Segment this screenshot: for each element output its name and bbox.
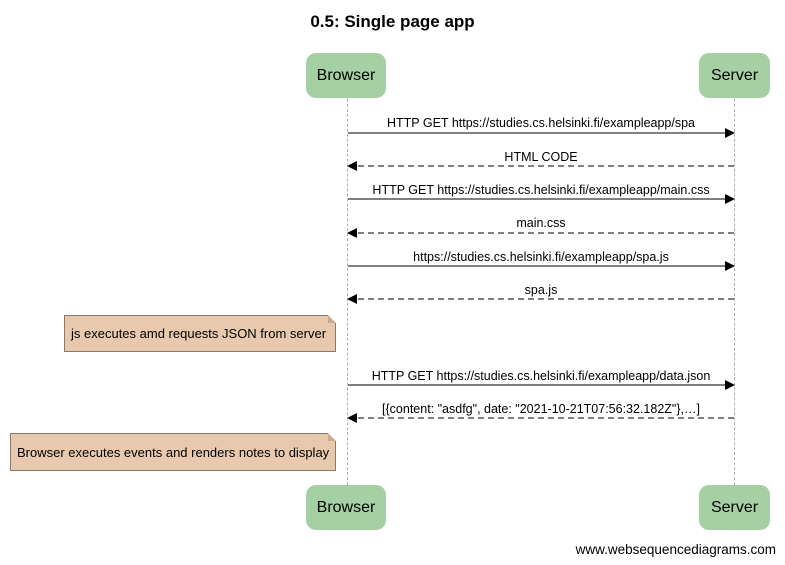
footer-watermark[interactable]: www.websequencediagrams.com [575,542,776,557]
actor-browser-bottom: Browser [306,485,386,530]
note-text: js executes amd requests JSON from serve… [71,326,327,341]
message-label-8: [{content: "asdfg", date: "2021-10-21T07… [382,402,700,416]
lifeline-browser [347,99,348,485]
message-label-7: HTTP GET https://studies.cs.helsinki.fi/… [371,369,711,383]
message-label-5: https://studies.cs.helsinki.fi/exampleap… [413,250,669,264]
note-fold-icon [328,315,336,323]
note-2: Browser executes events and renders note… [10,433,336,471]
note-1: js executes amd requests JSON from serve… [64,315,336,352]
actor-browser-top: Browser [306,53,386,98]
message-label-1: HTTP GET https://studies.cs.helsinki.fi/… [386,116,696,130]
lifeline-server [734,99,735,485]
message-label-4: main.css [516,216,566,230]
message-label-2: HTML CODE [504,150,578,164]
actor-server-bottom: Server [699,485,770,530]
message-label-6: spa.js [524,283,558,297]
note-text: Browser executes events and renders note… [17,444,330,460]
diagram-title: 0.5: Single page app [310,12,475,31]
actor-server-top: Server [699,53,770,98]
message-label-3: HTTP GET https://studies.cs.helsinki.fi/… [372,183,710,197]
note-fold-icon [328,433,336,441]
